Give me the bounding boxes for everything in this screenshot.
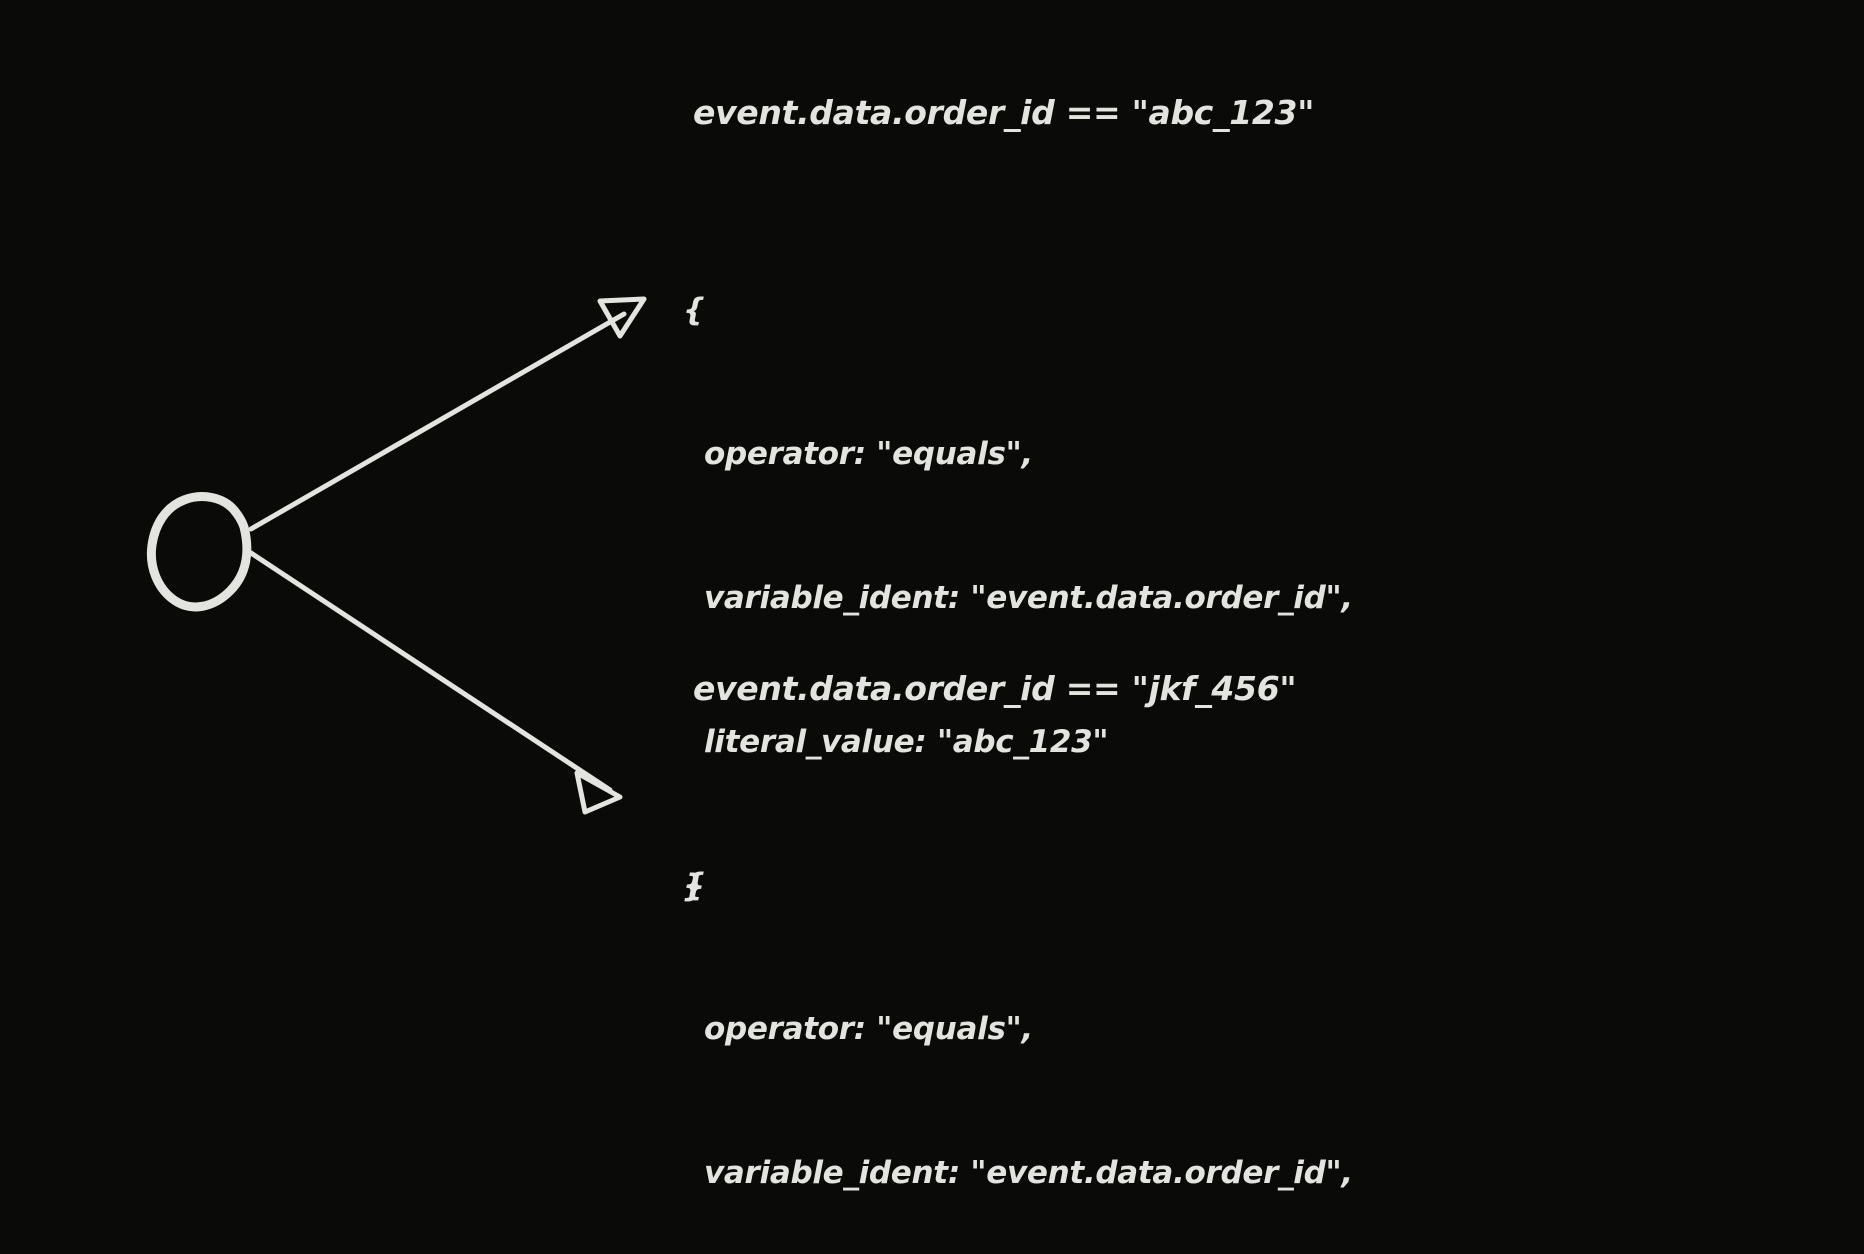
code-line: operator: "equals", — [683, 436, 1033, 472]
code-line: } — [683, 868, 705, 904]
branch-b-heading: event.data.order_id == "jkf_456" — [693, 669, 1297, 708]
arrowhead-branch-b — [574, 770, 623, 815]
edge-to-branch-b[interactable] — [248, 550, 613, 793]
branch-b-code-block: { operator: "equals", variable_ident: "e… — [683, 765, 1353, 1254]
code-line: operator: "equals", — [683, 1011, 1033, 1047]
edge-to-branch-a[interactable] — [248, 311, 627, 532]
branch-a-heading: event.data.order_id == "abc_123" — [693, 93, 1315, 132]
code-line: variable_ident: "event.data.order_id", — [683, 1155, 1353, 1191]
root-node-shape[interactable] — [146, 492, 252, 612]
code-line: literal_value: "abc_123" — [683, 724, 1109, 760]
arrowhead-branch-a — [597, 296, 647, 339]
code-line: variable_ident: "event.data.order_id", — [683, 580, 1353, 616]
code-line: { — [683, 292, 705, 328]
branch-a-code-block: { operator: "equals", variable_ident: "e… — [683, 190, 1353, 1006]
code-line: { — [683, 867, 705, 903]
